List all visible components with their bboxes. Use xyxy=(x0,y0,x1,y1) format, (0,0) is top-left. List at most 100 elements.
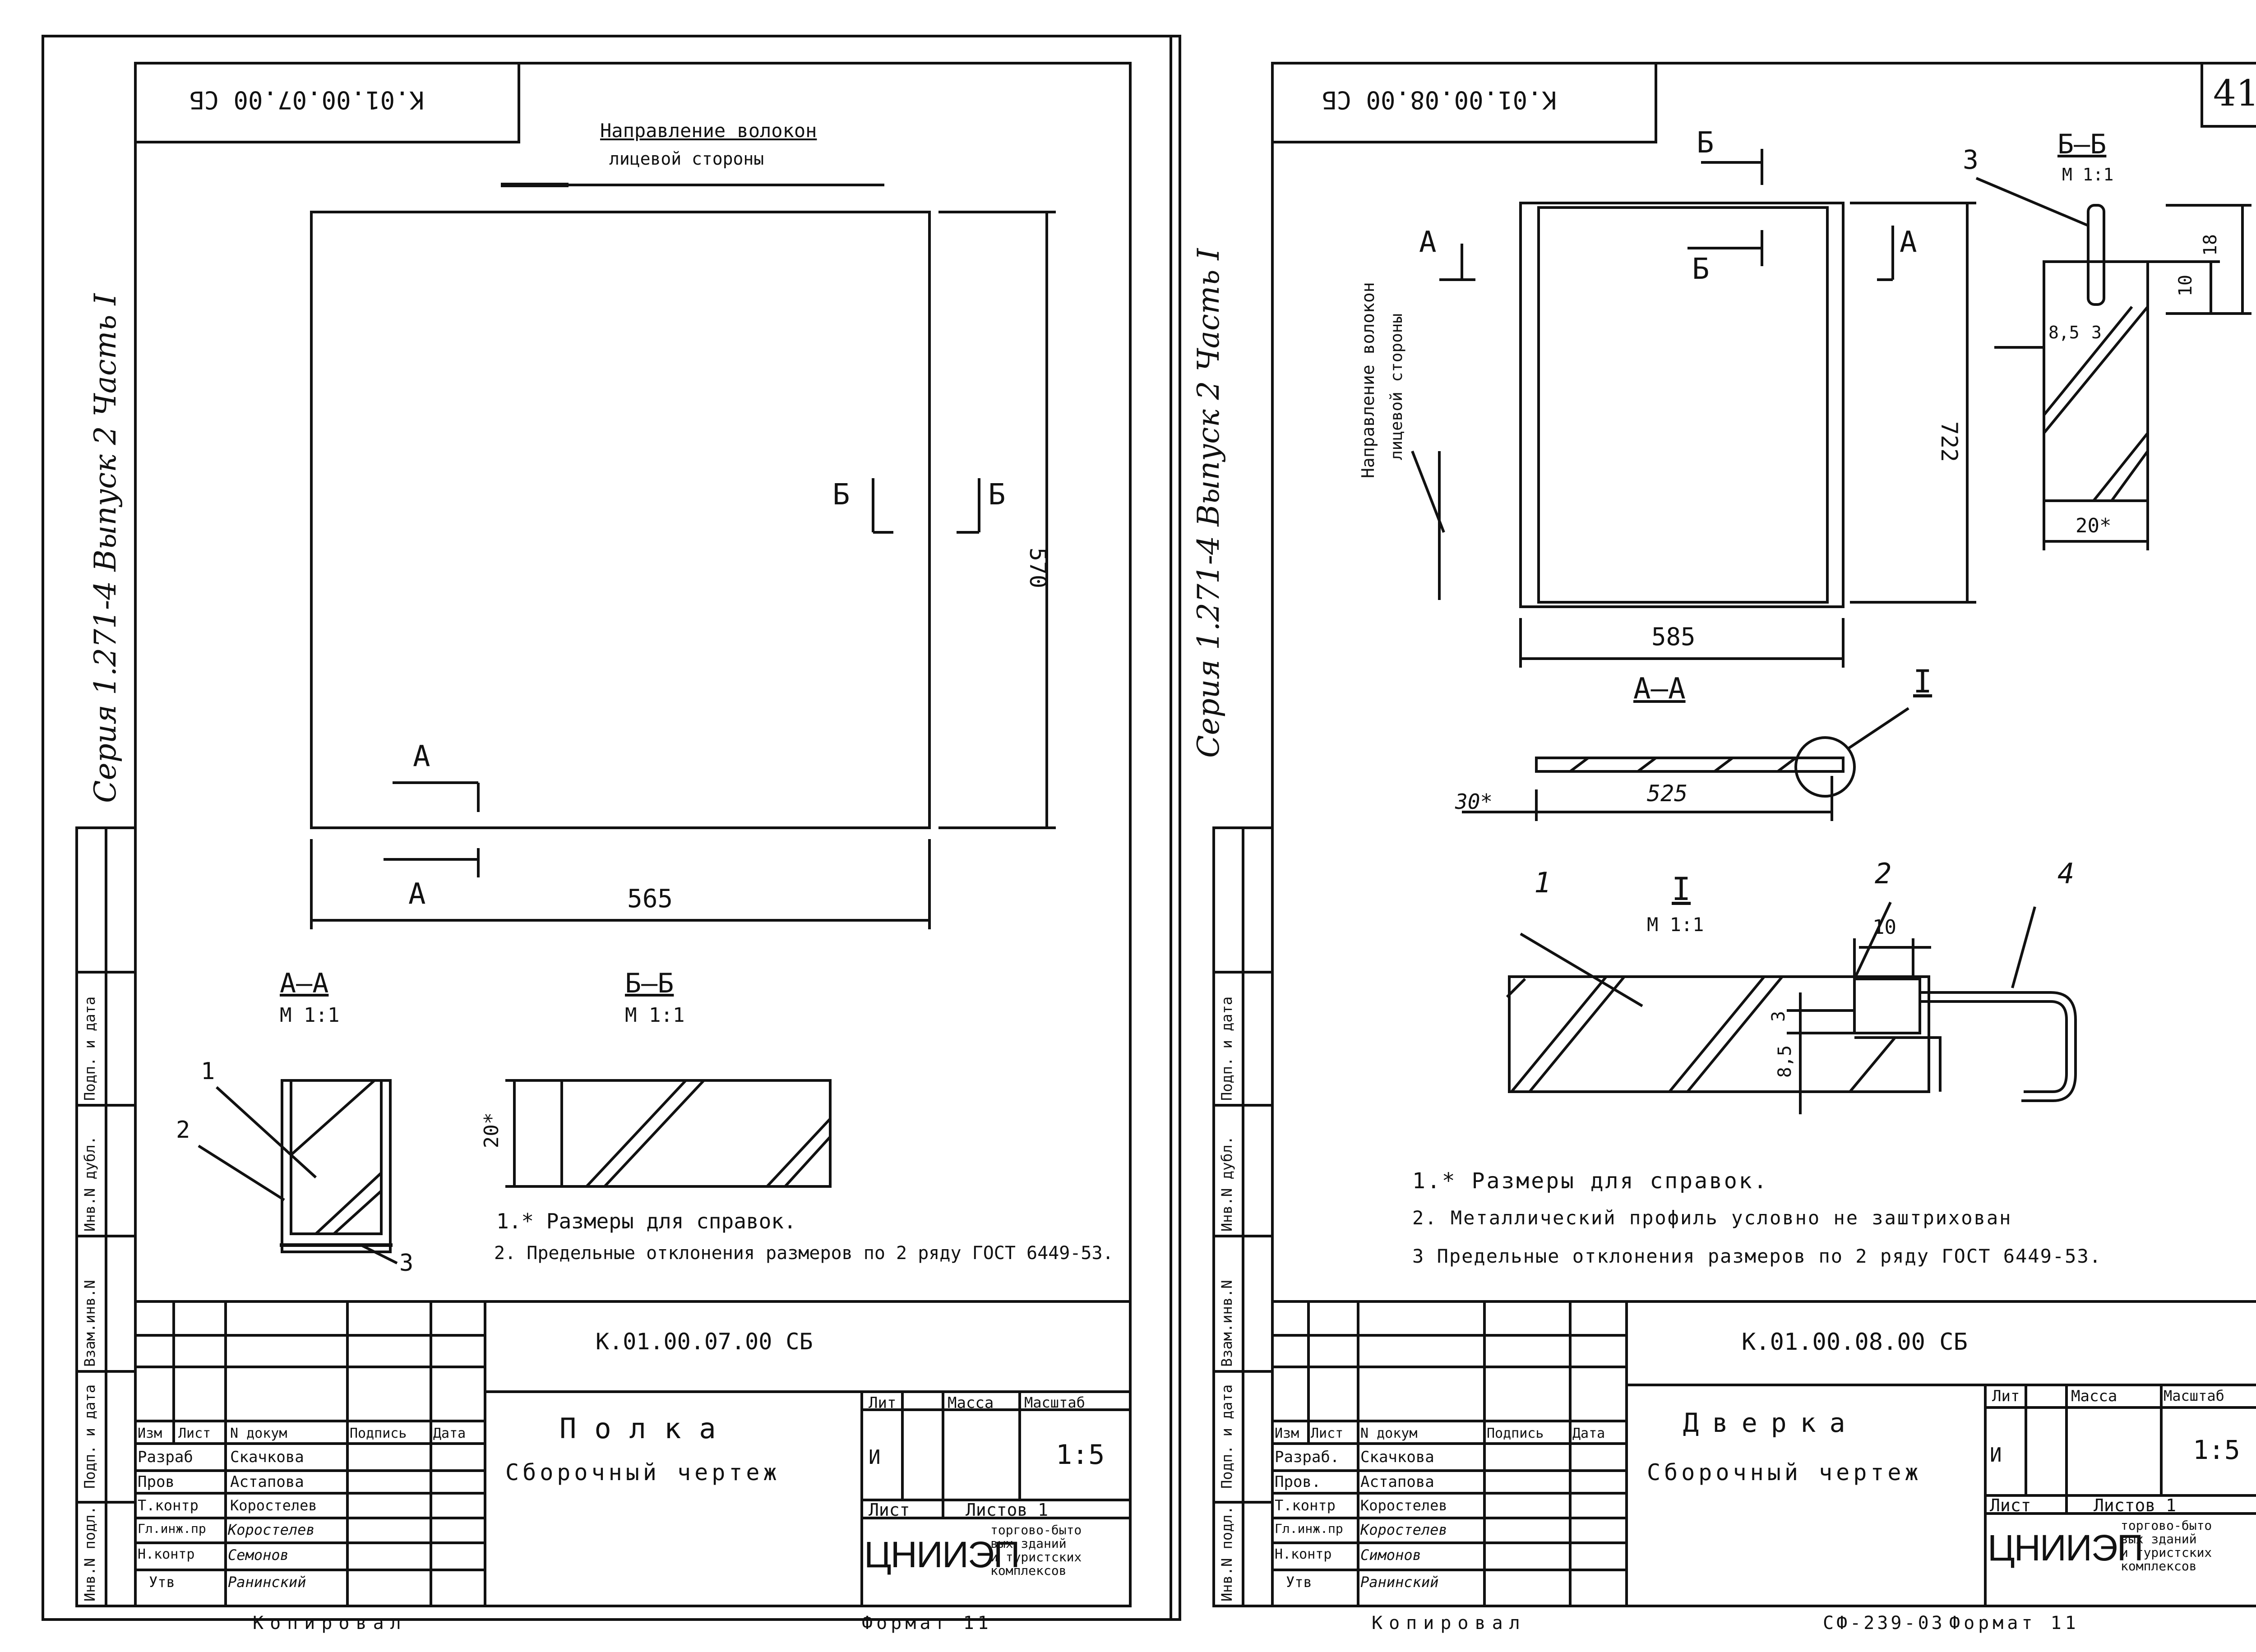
left-footer-format: Формат 11 xyxy=(862,1613,992,1634)
right-dim-section-len: 525 xyxy=(1647,780,1688,807)
left-section-b-mark-2: Б xyxy=(988,478,1006,512)
right-tb-name-4: Коростелев xyxy=(1360,1521,1447,1538)
right-tb-org: ЦНИИЭП xyxy=(1988,1527,2144,1569)
left-tb-name-1: Скачкова xyxy=(230,1448,304,1466)
left-tb-role-5: Н.контр xyxy=(138,1546,195,1562)
left-tb-name-6: Ранинский xyxy=(228,1574,306,1591)
left-section-a-mark-2: А xyxy=(408,877,426,911)
right-bb-dim-20: 20* xyxy=(2076,514,2112,537)
left-section-aa-title: А—А xyxy=(280,968,329,999)
right-detail-scale: М 1:1 xyxy=(1647,914,1704,936)
right-fiber-label2: лицевой стороны xyxy=(1387,313,1406,460)
right-section-b-mark-2: Б xyxy=(1692,253,1710,286)
left-tb-head-date: Дата xyxy=(433,1426,466,1441)
right-bb-dim-3: 3 xyxy=(2091,323,2102,342)
right-tb-org-desc-1: торгово-быто xyxy=(2121,1518,2212,1533)
left-dim-width: 565 xyxy=(627,884,673,914)
right-tb-doctype: Сборочный чертеж xyxy=(1647,1459,1922,1486)
left-tb-name: Полка xyxy=(559,1412,734,1445)
left-note-1: 1.* Размеры для справок. xyxy=(496,1209,796,1233)
right-dim-height: 722 xyxy=(1936,421,1963,462)
right-stamp-4: Инв.N дубл. xyxy=(1218,1136,1235,1232)
left-stamp-1: Инв.N подл. xyxy=(81,1506,98,1601)
right-callout-3: 3 xyxy=(1963,144,1979,175)
right-note-3: 3 Предельные отклонения размеров по 2 ря… xyxy=(1412,1245,2102,1267)
left-stamp-5: Подп. и дата xyxy=(81,996,98,1101)
right-stamp-3: Взам.инв.N xyxy=(1218,1280,1235,1367)
right-section-a-mark-2: А xyxy=(1900,226,1917,259)
right-tb-name-2: Астапова xyxy=(1360,1473,1434,1491)
right-callout-2: 2 xyxy=(1875,857,1892,890)
left-callout-1: 1 xyxy=(201,1058,215,1085)
left-tb-scale-label: Масштаб xyxy=(1024,1394,1085,1411)
right-tb-mass-label: Масса xyxy=(2071,1387,2117,1405)
right-tb-name: Дверка xyxy=(1683,1407,1859,1438)
right-section-aa-title: А—А xyxy=(1633,672,1686,706)
right-stamp-1: Инв.N подл. xyxy=(1218,1506,1235,1601)
left-tb-name-4: Коростелев xyxy=(228,1521,315,1538)
left-footer-copied: Копировал xyxy=(253,1613,407,1634)
right-tb-head-date: Дата xyxy=(1572,1426,1605,1441)
left-stamp-3: Взам.инв.N xyxy=(81,1280,98,1367)
right-detail-dim-85: 8,5 xyxy=(1775,1045,1796,1078)
left-fiber-label: Направление волокон xyxy=(600,120,817,142)
right-note-1: 1.* Размеры для справок. xyxy=(1412,1168,1769,1194)
right-tb-role-1: Разраб. xyxy=(1275,1448,1340,1466)
left-tb-scale-value: 1:5 xyxy=(1056,1439,1105,1471)
right-tb-code: К.01.00.08.00 СБ xyxy=(1742,1329,1968,1356)
left-tb-role-4: Гл.инж.пр xyxy=(138,1521,206,1536)
right-tb-head-list: Лист xyxy=(1311,1426,1344,1441)
left-dim-height: 570 xyxy=(1025,547,1051,589)
right-callout-1: 1 xyxy=(1534,866,1551,899)
page-number: 41 xyxy=(2213,72,2256,114)
left-series-label: Серия 1.271-4 Выпуск 2 Часть I xyxy=(88,293,123,803)
left-tb-org-desc-2: вых зданий xyxy=(990,1536,1067,1551)
right-detail-title: I xyxy=(1672,871,1691,908)
left-section-bb-title: Б—Б xyxy=(625,968,674,999)
left-tb-sheet-label: Лист xyxy=(869,1500,910,1520)
right-fiber-label: Направление волокон xyxy=(1358,282,1378,478)
right-tb-lit-value: И xyxy=(1990,1444,2002,1467)
right-tb-head-ndok: N докум xyxy=(1360,1426,1418,1441)
right-tb-org-desc-3: и туристских xyxy=(2121,1545,2212,1560)
left-tb-name-5: Семонов xyxy=(228,1546,289,1564)
left-tb-doctype: Сборочный чертеж xyxy=(505,1459,781,1486)
left-section-aa-scale: М 1:1 xyxy=(280,1004,340,1027)
left-stamp-2: Подп. и дата xyxy=(81,1384,98,1489)
right-tb-scale-value: 1:5 xyxy=(2193,1435,2240,1465)
left-tb-role-6: Утв xyxy=(149,1574,175,1591)
right-tb-role-4: Гл.инж.пр xyxy=(1275,1521,1343,1536)
left-fiber-label2: лицевой стороны xyxy=(609,149,764,169)
right-stamp-2: Подп. и дата xyxy=(1218,1384,1235,1489)
left-tb-head-sign: Подпись xyxy=(350,1426,407,1441)
right-tb-name-3: Коростелев xyxy=(1360,1497,1447,1514)
left-section-a-mark-1: А xyxy=(413,740,430,773)
left-note-2: 2. Предельные отклонения размеров по 2 р… xyxy=(494,1243,1114,1264)
right-tb-lit-label: Лит xyxy=(1992,1387,2020,1405)
right-section-a-mark-1: А xyxy=(1419,226,1437,259)
left-tb-role-1: Разраб xyxy=(138,1448,193,1466)
right-tb-org-desc-2: вых зданий xyxy=(2121,1532,2197,1546)
right-tb-role-2: Пров. xyxy=(1275,1473,1321,1491)
left-tb-head-list: Лист xyxy=(178,1426,211,1441)
left-tb-mass-label: Масса xyxy=(948,1394,994,1412)
right-detail-dim-10: 10 xyxy=(1872,916,1896,939)
left-tb-name-2: Астапова xyxy=(230,1473,304,1491)
right-dim-width: 585 xyxy=(1651,623,1696,651)
left-dim-thickness: 20* xyxy=(480,1112,504,1149)
right-tb-org-desc-4: комплексов xyxy=(2121,1559,2197,1574)
right-tb-name-6: Ранинский xyxy=(1360,1574,1439,1591)
left-callout-3: 3 xyxy=(399,1250,414,1277)
right-callout-4: 4 xyxy=(2057,857,2075,890)
left-tb-role-2: Пров xyxy=(138,1473,175,1491)
right-doc-code: К.01.00.08.00 СБ xyxy=(1322,86,1557,114)
left-tb-head-ndok: N докум xyxy=(230,1426,287,1441)
right-detail-dim-3: 3 xyxy=(1768,1011,1789,1022)
right-section-bb-title: Б—Б xyxy=(2057,129,2107,160)
right-tb-sheets-label: Листов 1 xyxy=(2094,1495,2177,1515)
right-bb-dim-18: 18 xyxy=(2200,234,2221,256)
left-section-b-mark-1: Б xyxy=(832,478,850,512)
left-tb-code: К.01.00.07.00 СБ xyxy=(596,1329,813,1355)
right-tb-name-5: Симонов xyxy=(1360,1546,1421,1564)
